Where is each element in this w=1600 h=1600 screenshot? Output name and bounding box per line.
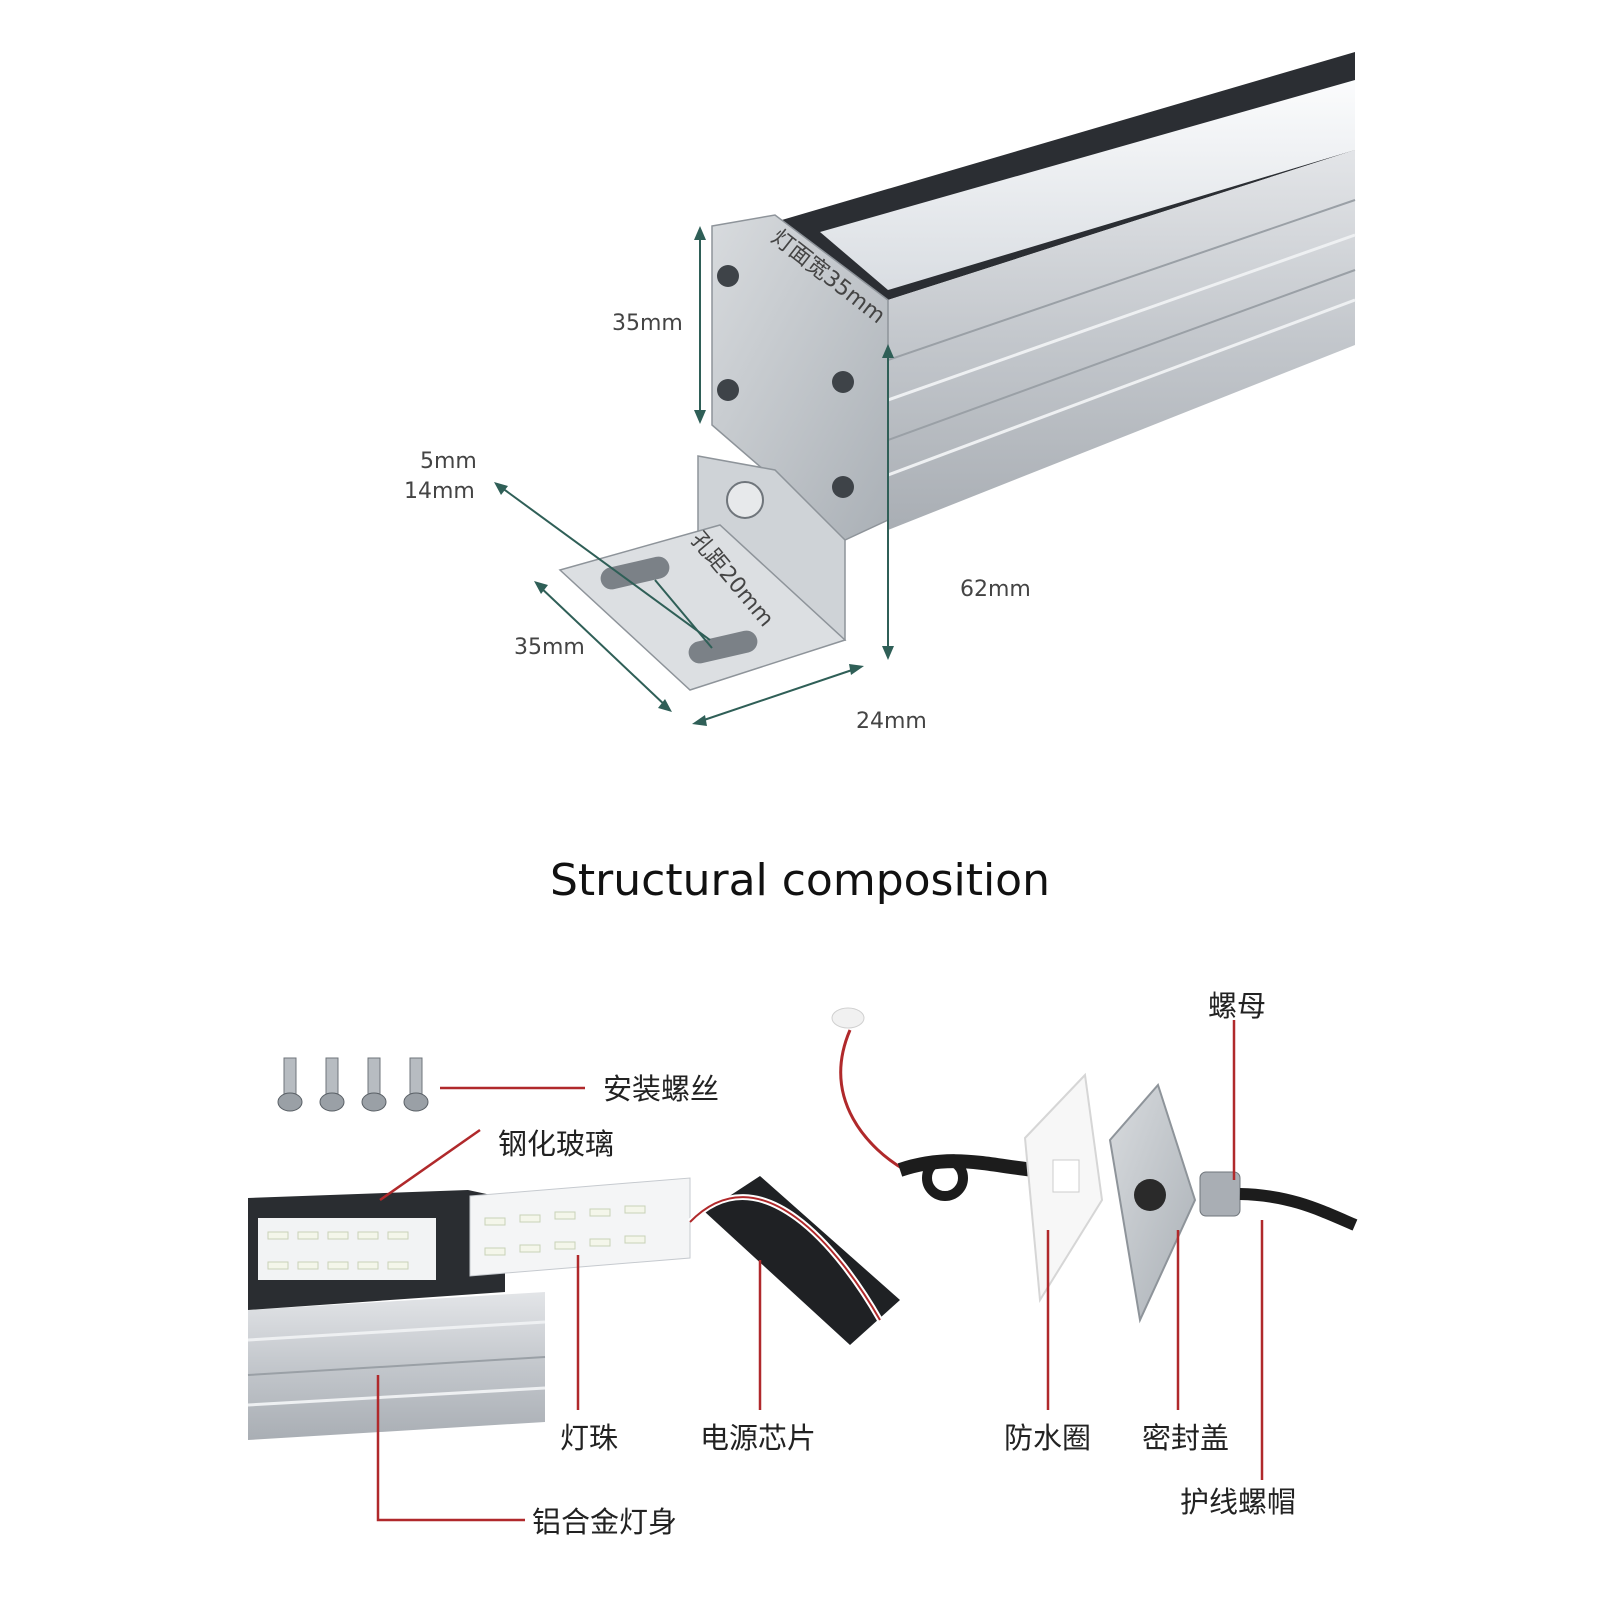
led-beads: [267, 1205, 646, 1270]
dimension-lines: [494, 226, 894, 726]
label-aluminum-body: 铝合金灯身: [532, 1505, 677, 1539]
section-title: Structural composition: [550, 855, 1050, 906]
total-62mm-label: 62mm: [960, 577, 1031, 602]
label-power-chip: 电源芯片: [700, 1421, 816, 1455]
label-led-beads: 灯珠: [560, 1421, 618, 1455]
profile-side-body: [888, 150, 1355, 530]
led-board: [469, 1177, 691, 1277]
length-24mm-label: 24mm: [856, 709, 927, 734]
label-nut: 螺母: [1208, 989, 1266, 1023]
slot-14mm-label: 14mm: [404, 479, 475, 504]
profile-illustration: [558, 52, 1356, 691]
exploded-view: [247, 1007, 1358, 1440]
label-seal-cover: 密封盖: [1142, 1421, 1229, 1455]
power-chip: [705, 1176, 900, 1345]
bracket-35mm-label: 35mm: [514, 635, 585, 660]
label-waterproof-ring: 防水圈: [1004, 1421, 1091, 1455]
diffuser-strip: [820, 80, 1355, 290]
label-glass: 钢化玻璃: [498, 1127, 614, 1161]
label-screws: 安装螺丝: [603, 1072, 719, 1106]
label-cable-cap: 护线螺帽: [1180, 1485, 1296, 1519]
leader-lines: [376, 1020, 1264, 1522]
slot-5mm-label: 5mm: [420, 449, 477, 474]
screw-set: [277, 1057, 429, 1112]
height-35mm-label: 35mm: [612, 311, 683, 336]
